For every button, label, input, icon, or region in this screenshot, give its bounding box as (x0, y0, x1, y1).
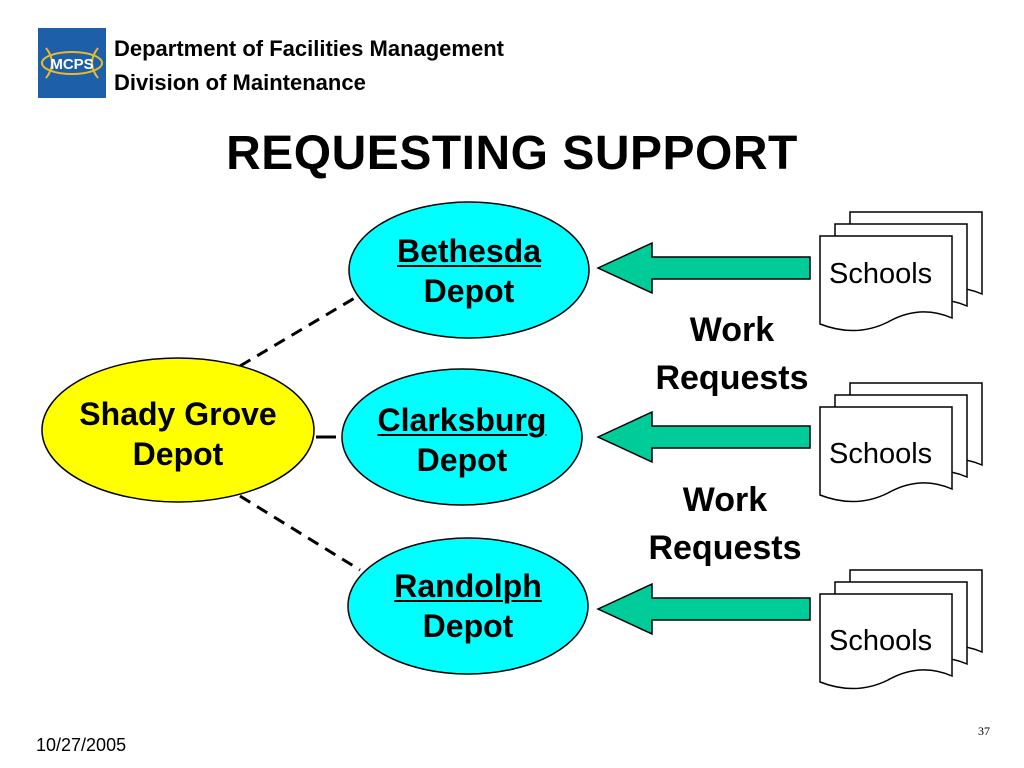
arrow-to-randolph (596, 582, 811, 636)
header-division: Division of Maintenance (114, 70, 366, 95)
schools-label-2: Schools (829, 438, 933, 470)
page-number: 37 (978, 724, 990, 738)
work-requests-line1: Work (689, 311, 775, 349)
work-requests-line1: Work (682, 481, 768, 519)
depot-ellipse-clarksburg (341, 368, 583, 506)
footer-date: 10/27/2005 (36, 735, 127, 755)
page-title: REQUESTING SUPPORT (226, 127, 798, 180)
depot-ellipse-randolph (347, 537, 589, 675)
connector-randolph (239, 494, 361, 572)
arrow-to-bethesda (596, 241, 811, 295)
hub-name: Shady Grove (79, 396, 277, 432)
hub-label: Shady Grove Depot (42, 394, 314, 474)
depot-suffix-bethesda: Depot (423, 273, 515, 309)
depot-suffix-randolph: Depot (422, 608, 514, 644)
connector-bethesda (239, 294, 359, 368)
depot-ellipse-bethesda (348, 201, 590, 339)
header-department: Department of Facilities Management (114, 36, 504, 61)
depot-label-clarksburg: Clarksburg Depot (342, 400, 582, 480)
depot-label-bethesda: Bethesda Depot (349, 231, 589, 311)
work-requests-line2: Requests (655, 359, 809, 397)
depot-name-bethesda: Bethesda (396, 233, 542, 269)
work-requests-line2: Requests (648, 529, 802, 567)
hub-suffix: Depot (132, 436, 224, 472)
schools-label-3: Schools (829, 625, 933, 657)
depot-name-randolph: Randolph (394, 568, 542, 604)
schools-label-1: Schools (829, 258, 933, 290)
arrow-to-clarksburg (596, 410, 811, 464)
work-requests-label-1: Work Requests (632, 306, 832, 402)
logo-text: MCPS (50, 56, 93, 73)
depot-suffix-clarksburg: Depot (416, 442, 508, 478)
mcps-logo: MCPS (38, 28, 106, 98)
work-requests-label-2: Work Requests (625, 476, 825, 572)
depot-name-clarksburg: Clarksburg (377, 402, 547, 438)
hub-ellipse-shady-grove (41, 357, 315, 503)
depot-label-randolph: Randolph Depot (348, 566, 588, 646)
